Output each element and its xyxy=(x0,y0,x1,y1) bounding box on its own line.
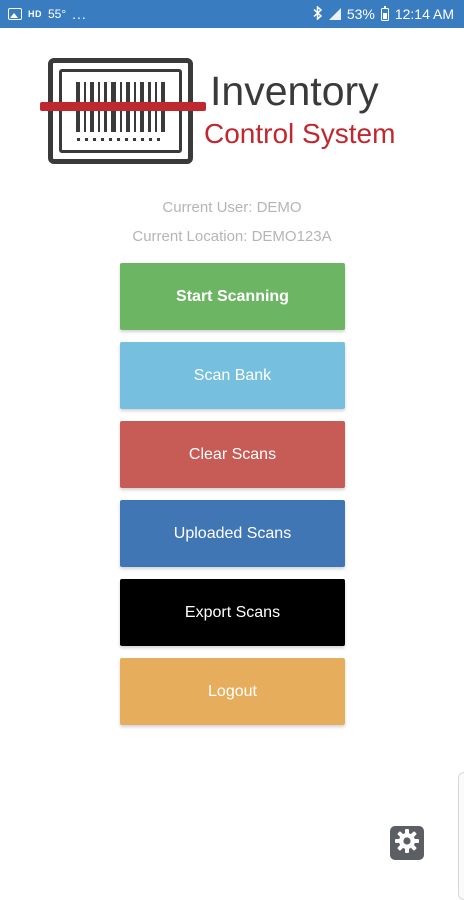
barcode-graphic xyxy=(59,69,182,153)
clock-text: 12:14 AM xyxy=(394,6,454,22)
edge-panel-handle[interactable] xyxy=(458,772,464,900)
more-notifications-indicator: ... xyxy=(72,6,87,22)
uploaded-scans-button[interactable]: Uploaded Scans xyxy=(120,500,345,567)
logout-button[interactable]: Logout xyxy=(120,658,345,725)
export-scans-button[interactable]: Export Scans xyxy=(120,579,345,646)
barcode-logo-icon xyxy=(48,58,193,164)
current-user-text: Current User: DEMO xyxy=(162,199,302,216)
status-right: 53% 12:14 AM xyxy=(313,4,454,23)
scan-bank-button[interactable]: Scan Bank xyxy=(120,342,345,409)
status-bar: HD 55° ... 53% 12:14 AM xyxy=(0,0,464,28)
bluetooth-icon xyxy=(313,4,323,23)
clear-scans-button[interactable]: Clear Scans xyxy=(120,421,345,488)
gear-icon xyxy=(394,828,420,859)
signal-icon xyxy=(328,8,341,20)
status-left: HD 55° ... xyxy=(8,6,87,22)
image-notification-icon xyxy=(8,8,22,20)
battery-icon xyxy=(380,5,389,21)
hd-indicator: HD xyxy=(28,9,42,19)
current-location-text: Current Location: DEMO123A xyxy=(132,228,332,245)
app-logo: Inventory Control System xyxy=(40,55,440,175)
temperature-text: 55° xyxy=(48,7,67,21)
settings-button[interactable] xyxy=(390,826,424,860)
battery-percent-text: 53% xyxy=(346,6,375,22)
logo-title: Inventory xyxy=(210,68,379,114)
start-scanning-button[interactable]: Start Scanning xyxy=(120,263,345,330)
logo-subtitle: Control System xyxy=(204,118,396,149)
scan-line xyxy=(40,102,206,111)
